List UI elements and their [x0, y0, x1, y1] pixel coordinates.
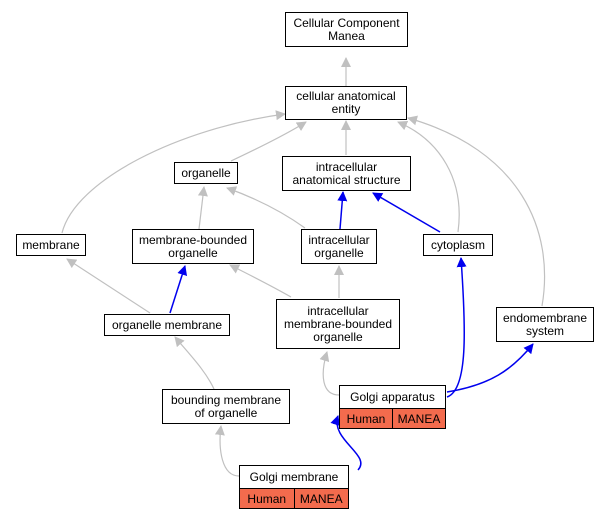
edge-gm-ga — [330, 415, 362, 471]
edge-ga-imbo — [319, 351, 340, 396]
golgi-apparatus-annotations: Human MANEA — [340, 409, 445, 428]
species-cell: Human — [340, 409, 392, 428]
node-bounding-membrane-of-organelle[interactable]: bounding membrane of organelle — [162, 389, 290, 424]
edge-imbo-mbo — [229, 264, 292, 298]
edge-ga-endo — [446, 343, 534, 393]
golgi-membrane-annotations: Human MANEA — [240, 489, 348, 508]
edge-om-mbo — [169, 265, 188, 314]
golgi-apparatus-title: Golgi apparatus — [340, 386, 445, 409]
node-intracellular-membrane-bounded-organelle[interactable]: intracellular membrane-bounded organelle — [276, 299, 400, 349]
node-endomembrane-system[interactable]: endomembrane system — [496, 307, 594, 342]
edge-cytoplasm-ias — [372, 192, 441, 233]
edge-ga-cytoplasm — [446, 257, 467, 398]
gene-cell: MANEA — [293, 489, 348, 508]
edge-om-membrane — [66, 258, 151, 314]
node-organelle-membrane[interactable]: organelle membrane — [104, 314, 230, 336]
edge-cytoplasm-cae — [397, 120, 460, 233]
node-membrane-bounded-organelle[interactable]: membrane-bounded organelle — [132, 229, 254, 264]
node-membrane[interactable]: membrane — [16, 234, 86, 256]
gene-product-golgi-apparatus[interactable]: Golgi apparatus Human MANEA — [339, 385, 446, 429]
node-cellular-component-manea[interactable]: Cellular Component Manea — [285, 12, 408, 47]
edge-io-ias — [337, 191, 348, 230]
node-cytoplasm[interactable]: cytoplasm — [423, 234, 493, 256]
node-cellular-anatomical-entity[interactable]: cellular anatomical entity — [285, 86, 407, 120]
node-intracellular-organelle[interactable]: intracellular organelle — [301, 229, 377, 264]
node-organelle[interactable]: organelle — [174, 162, 238, 184]
gene-cell: MANEA — [392, 409, 445, 428]
edge-io-organelle — [226, 186, 306, 229]
edge-membrane-cae — [61, 110, 286, 234]
gene-product-golgi-membrane[interactable]: Golgi membrane Human MANEA — [239, 465, 349, 509]
edge-bmo-om — [174, 336, 215, 390]
golgi-membrane-title: Golgi membrane — [240, 466, 348, 489]
edge-mbo-organelle — [197, 186, 208, 230]
edge-organelle-cae — [230, 121, 307, 162]
node-intracellular-anatomical-structure[interactable]: intracellular anatomical structure — [282, 156, 411, 191]
species-cell: Human — [240, 489, 294, 508]
edge-gm-bmo — [214, 425, 240, 477]
edge-endo-cae — [407, 115, 546, 307]
